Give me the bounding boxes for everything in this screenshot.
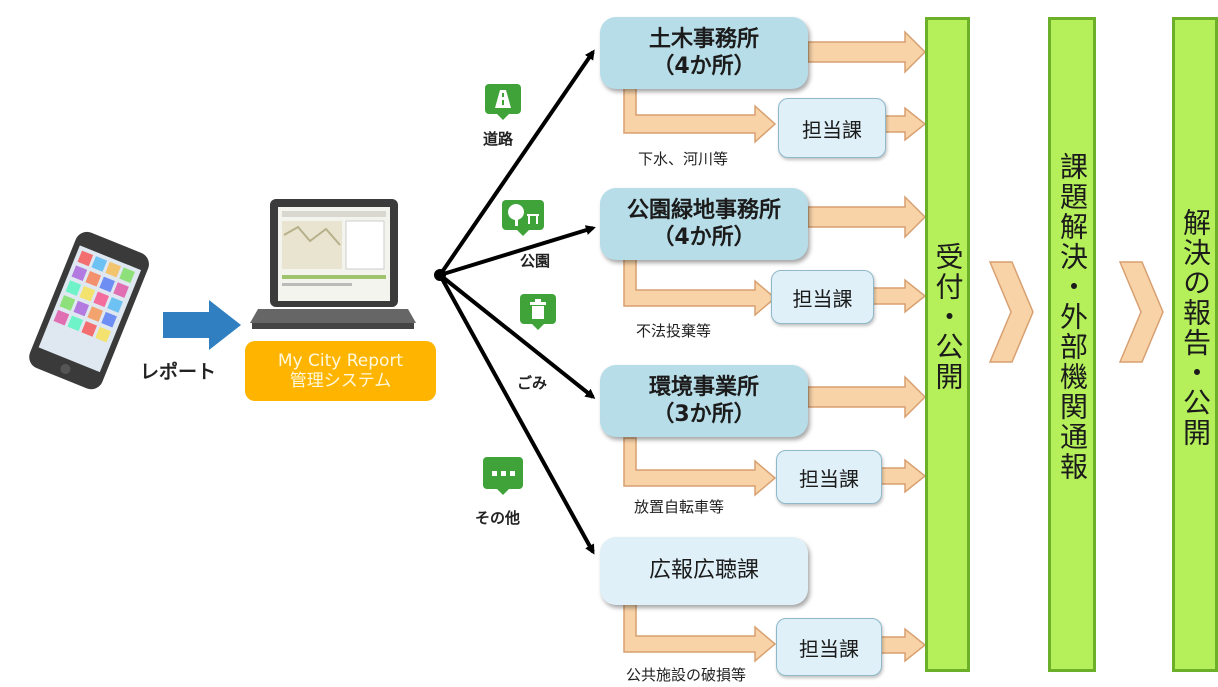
arrow-to-koho xyxy=(438,274,595,555)
office1-to-reception-arrow xyxy=(807,30,927,74)
office-count: （4か所） xyxy=(652,54,756,79)
office4-branch-arrow xyxy=(623,603,777,663)
system-subtitle: 管理システム xyxy=(289,371,392,391)
tanto-box-3: 担当課 xyxy=(776,450,882,504)
stage-reception: 受付・公開 xyxy=(925,17,970,672)
tanto2-to-reception-arrow xyxy=(871,278,927,314)
stage-arrow-2 xyxy=(1118,261,1164,363)
laptop-icon xyxy=(248,195,418,340)
tanto-box-4: 担当課 xyxy=(776,618,882,676)
office-sub-kankyo: 放置自転車等 xyxy=(634,498,725,516)
road-icon xyxy=(483,82,523,122)
office-count: （3か所） xyxy=(652,402,756,427)
category-label-other: その他 xyxy=(475,509,521,527)
office2-to-reception-arrow xyxy=(807,195,927,239)
tanto-box-1: 担当課 xyxy=(778,98,886,158)
office-sub-koen: 不法投棄等 xyxy=(636,322,712,340)
category-label-park: 公園 xyxy=(520,252,551,270)
park-icon xyxy=(500,198,546,238)
system-box: My City Report 管理システム xyxy=(245,341,436,401)
tanto-box-2: 担当課 xyxy=(771,270,874,324)
office2-branch-arrow xyxy=(623,257,777,317)
report-label: レポート xyxy=(140,361,217,383)
office3-to-reception-arrow xyxy=(807,375,927,419)
office-koen: 公園緑地事務所 （4か所） xyxy=(600,188,808,260)
office-koho: 広報広聴課 xyxy=(600,537,808,605)
office-name: 広報広聴課 xyxy=(648,558,759,584)
office-name: 公園緑地事務所 xyxy=(626,197,781,223)
office3-branch-arrow xyxy=(623,437,777,497)
report-arrow xyxy=(163,300,241,350)
office-name: 土木事務所 xyxy=(648,26,759,52)
stage-text: 解決の報告・公開 xyxy=(1179,208,1212,448)
stage-arrow-1 xyxy=(988,261,1034,363)
office1-branch-arrow xyxy=(623,87,777,144)
arrow-to-kankyo xyxy=(438,273,596,399)
other-icon xyxy=(481,455,525,497)
arrow-to-koen xyxy=(439,225,596,277)
office-kankyo: 環境事業所 （3か所） xyxy=(600,365,808,437)
stage-text: 課題解決・外部機関通報 xyxy=(1056,152,1089,482)
stage-text: 受付・公開 xyxy=(931,242,965,392)
stage-report: 解決の報告・公開 xyxy=(1172,17,1218,672)
category-label-trash: ごみ xyxy=(517,374,548,392)
office-count: （4か所） xyxy=(652,225,756,250)
office-name: 環境事業所 xyxy=(648,374,759,400)
trash-icon xyxy=(518,292,558,332)
office-sub-doboku: 下水、河川等 xyxy=(638,150,729,168)
tanto3-to-reception-arrow xyxy=(879,458,927,494)
arrow-to-doboku xyxy=(438,49,595,277)
system-name: My City Report xyxy=(277,350,404,371)
smartphone-icon xyxy=(10,230,160,390)
office-doboku: 土木事務所 （4か所） xyxy=(600,17,808,89)
office-sub-koho: 公共施設の破損等 xyxy=(626,666,747,684)
stage-resolution: 課題解決・外部機関通報 xyxy=(1048,17,1096,672)
tanto1-to-reception-arrow xyxy=(883,106,927,142)
tanto4-to-reception-arrow xyxy=(879,627,927,663)
category-label-road: 道路 xyxy=(483,130,514,148)
